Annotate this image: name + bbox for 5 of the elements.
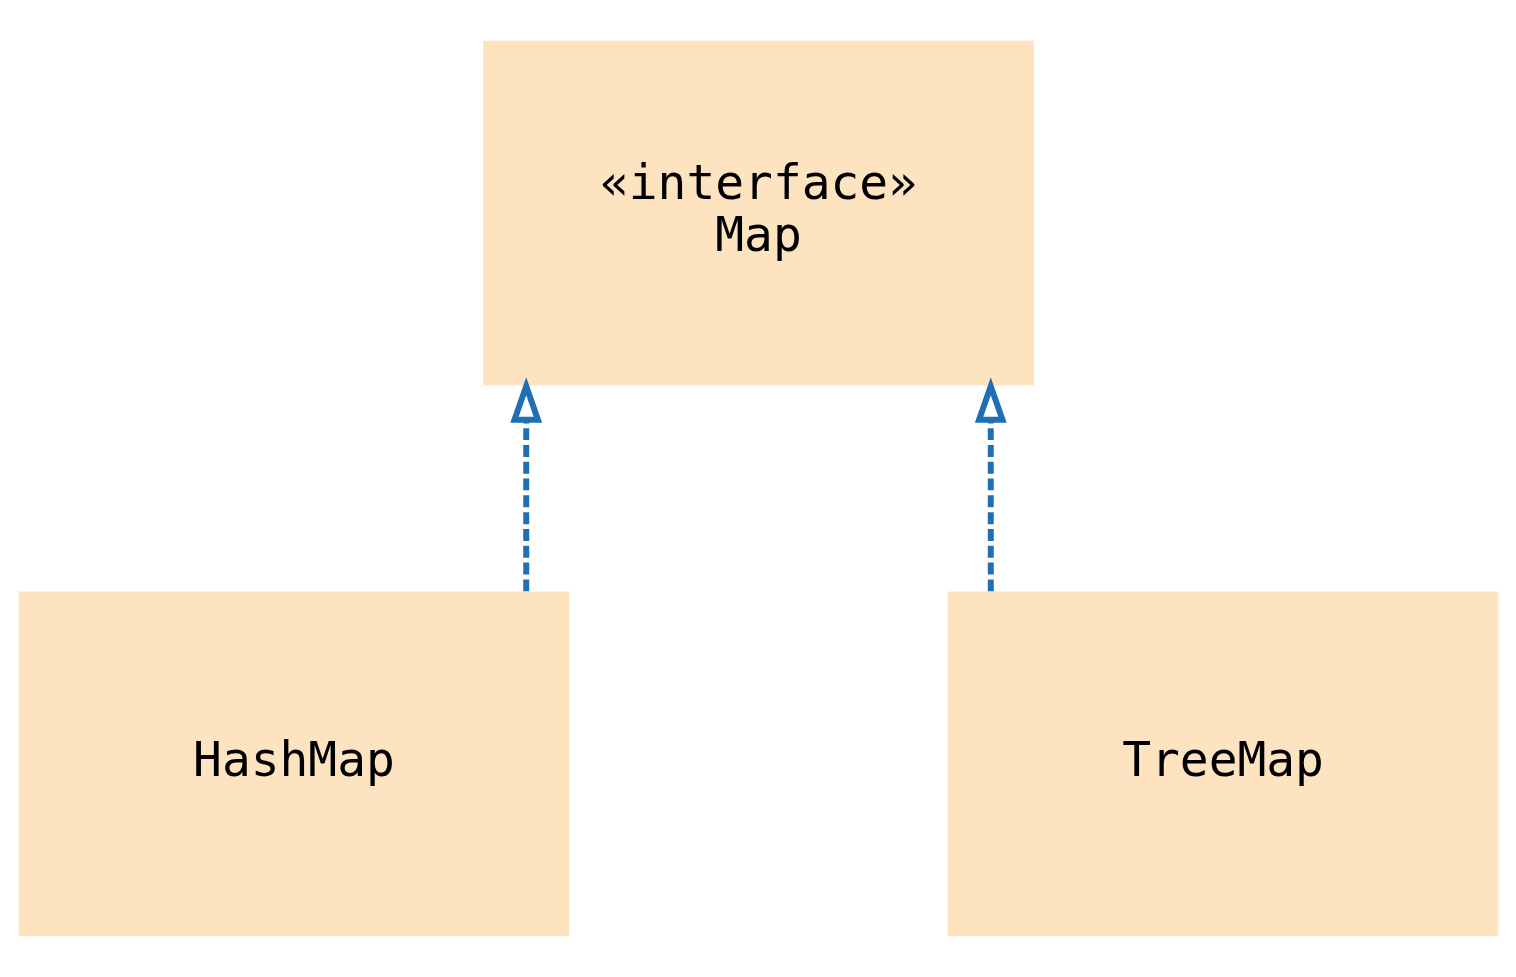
node-box: HashMap (18, 591, 569, 937)
arrow (509, 377, 542, 592)
arrow (974, 377, 1007, 592)
node-box: «interface» Map (482, 40, 1034, 386)
node-box: TreeMap (947, 591, 1498, 937)
